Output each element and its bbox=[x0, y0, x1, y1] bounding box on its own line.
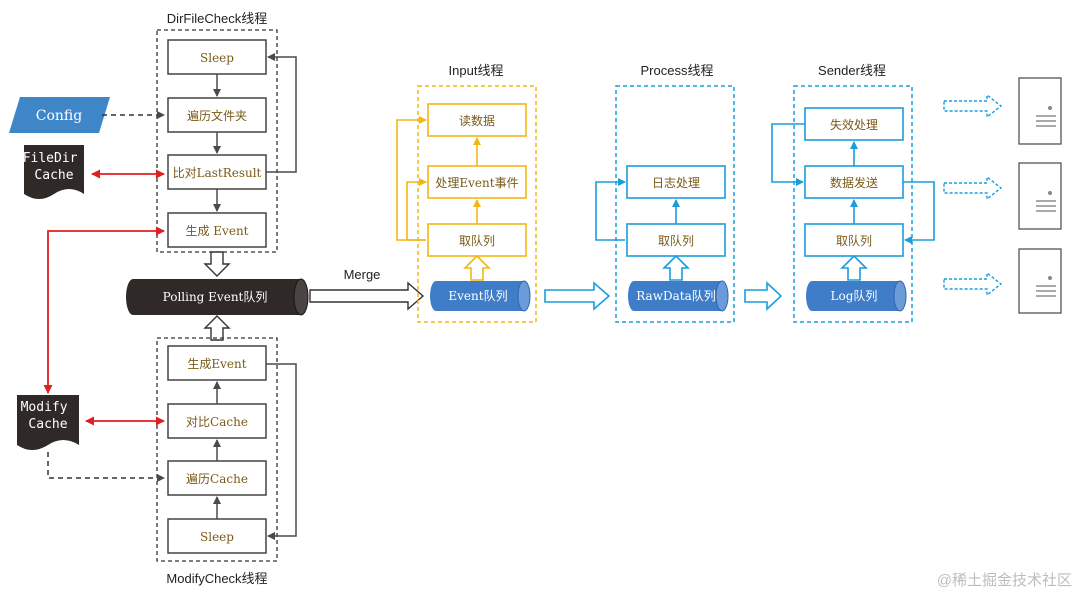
filedir-cache-node: FileDir Cache bbox=[23, 145, 86, 199]
config-shape bbox=[9, 97, 110, 133]
server-icon bbox=[1018, 162, 1062, 230]
sender-send-label: 数据发送 bbox=[830, 175, 878, 190]
input-queue-label: Event队列 bbox=[448, 288, 507, 303]
mc-traverse-box bbox=[167, 460, 267, 496]
input-queue-body bbox=[436, 281, 524, 311]
process-queue-body bbox=[634, 281, 722, 311]
mc-compare-box bbox=[167, 403, 267, 439]
modify-cache-label: Modify Cache bbox=[21, 400, 76, 432]
input-read-label: 读数据 bbox=[459, 113, 495, 128]
mc-traverse-label: 遍历Cache bbox=[186, 472, 248, 486]
sender-queue-up-arrow bbox=[840, 254, 868, 281]
dfc-compare-label: 比对LastResult bbox=[173, 166, 262, 180]
mc-sleep-label: Sleep bbox=[200, 530, 234, 544]
polling-queue-left-cap bbox=[126, 279, 140, 315]
modify-cache-shape bbox=[17, 395, 79, 450]
input-process-label: 处理Event事件 bbox=[435, 176, 518, 190]
server-icon bbox=[1018, 77, 1062, 145]
dfc-loop-arrow bbox=[266, 53, 297, 173]
polling-event-queue: Polling Event队列 bbox=[126, 278, 309, 316]
input-queue-left-cap bbox=[430, 281, 442, 311]
mc-loop-arrow bbox=[266, 363, 297, 540]
mc-gen-event-label: 生成Event bbox=[187, 357, 246, 371]
input-to-process-arrow bbox=[544, 281, 611, 311]
gen-event-modify-cache-arrow bbox=[43, 226, 165, 394]
dfc-to-queue-arrow bbox=[203, 251, 231, 277]
modifycheck-title: ModifyCheck线程 bbox=[166, 571, 267, 586]
sender-queue-right-cap bbox=[893, 280, 907, 312]
modifycheck-container bbox=[156, 337, 278, 562]
dfc-sleep-label: Sleep bbox=[200, 51, 234, 65]
polling-queue-label: Polling Event队列 bbox=[163, 289, 268, 304]
sender-take-label: 取队列 bbox=[836, 233, 872, 248]
sender-fail-box bbox=[804, 107, 904, 141]
process-container bbox=[615, 85, 735, 323]
input-read-box bbox=[427, 103, 527, 137]
filedir-cache-shape bbox=[24, 145, 84, 199]
input-process-box bbox=[427, 165, 527, 199]
mc-compare-label: 对比Cache bbox=[186, 415, 248, 429]
sender-container bbox=[793, 85, 913, 323]
merge-label: Merge bbox=[344, 267, 381, 282]
dfc-traverse-box bbox=[167, 97, 267, 133]
process-take-label: 取队列 bbox=[658, 233, 694, 248]
input-loop-outer bbox=[396, 116, 427, 241]
process-log-label: 日志处理 bbox=[652, 176, 700, 190]
input-container bbox=[417, 85, 537, 323]
process-queue-up-arrow bbox=[662, 254, 690, 281]
process-queue-label: RawData队列 bbox=[636, 288, 716, 303]
polling-queue-body bbox=[133, 279, 301, 315]
mc-gen-event-box bbox=[167, 345, 267, 381]
sender-queue-body bbox=[812, 281, 900, 311]
input-take-label: 取队列 bbox=[459, 233, 495, 248]
process-thread: Process线程 日志处理 取队列 RawData队列 bbox=[595, 63, 735, 323]
sender-queue-label: Log队列 bbox=[831, 288, 878, 303]
process-log-box bbox=[626, 165, 726, 199]
mc-sleep-box bbox=[167, 518, 267, 554]
process-loop bbox=[595, 178, 626, 241]
dirfilecheck-title: DirFileCheck线程 bbox=[167, 11, 267, 26]
sender-title: Sender线程 bbox=[818, 63, 886, 78]
merge-arrow bbox=[309, 281, 425, 311]
watermark: @稀土掘金技术社区 bbox=[937, 572, 1072, 589]
dfc-gen-event-box bbox=[167, 212, 267, 248]
process-queue-right-cap bbox=[715, 280, 729, 312]
process-queue-left-cap bbox=[628, 281, 640, 311]
to-server-2-arrow bbox=[943, 175, 1003, 201]
modify-cache-to-traverse-arrow bbox=[47, 452, 165, 482]
sender-queue-left-cap bbox=[806, 281, 818, 311]
dirfilecheck-thread: DirFileCheck线程 Sleep 遍历文件夹 比对LastResult … bbox=[156, 11, 297, 253]
sender-send-loop bbox=[903, 181, 935, 244]
input-take-box bbox=[427, 223, 527, 257]
input-queue-up-arrow bbox=[463, 254, 491, 281]
modify-cache-node: Modify Cache bbox=[17, 395, 79, 450]
input-thread: Input线程 读数据 处理Event事件 取队列 Event队列 bbox=[396, 63, 537, 323]
sender-thread: Sender线程 失效处理 数据发送 取队列 Log队列 bbox=[771, 63, 935, 323]
sender-fail-label: 失效处理 bbox=[830, 117, 878, 132]
to-server-1-arrow bbox=[943, 93, 1003, 119]
config-node: Config bbox=[9, 97, 110, 133]
dfc-traverse-label: 遍历文件夹 bbox=[187, 108, 247, 123]
process-title: Process线程 bbox=[641, 63, 714, 78]
input-title: Input线程 bbox=[449, 63, 504, 78]
dfc-gen-event-label: 生成 Event bbox=[185, 224, 248, 238]
modifycheck-thread: ModifyCheck线程 生成Event 对比Cache 遍历Cache Sl… bbox=[156, 337, 297, 586]
to-server-3-arrow bbox=[943, 271, 1003, 297]
filedir-cache-label: FileDir Cache bbox=[23, 151, 86, 183]
polling-queue-right-cap bbox=[293, 278, 309, 316]
mc-to-queue-arrow bbox=[203, 315, 231, 341]
server-icon bbox=[1018, 248, 1062, 314]
process-to-sender-arrow bbox=[744, 281, 783, 311]
input-loop-inner bbox=[406, 178, 427, 241]
config-label: Config bbox=[36, 108, 82, 124]
input-queue-right-cap bbox=[517, 280, 531, 312]
sender-fail-loop bbox=[771, 123, 805, 186]
